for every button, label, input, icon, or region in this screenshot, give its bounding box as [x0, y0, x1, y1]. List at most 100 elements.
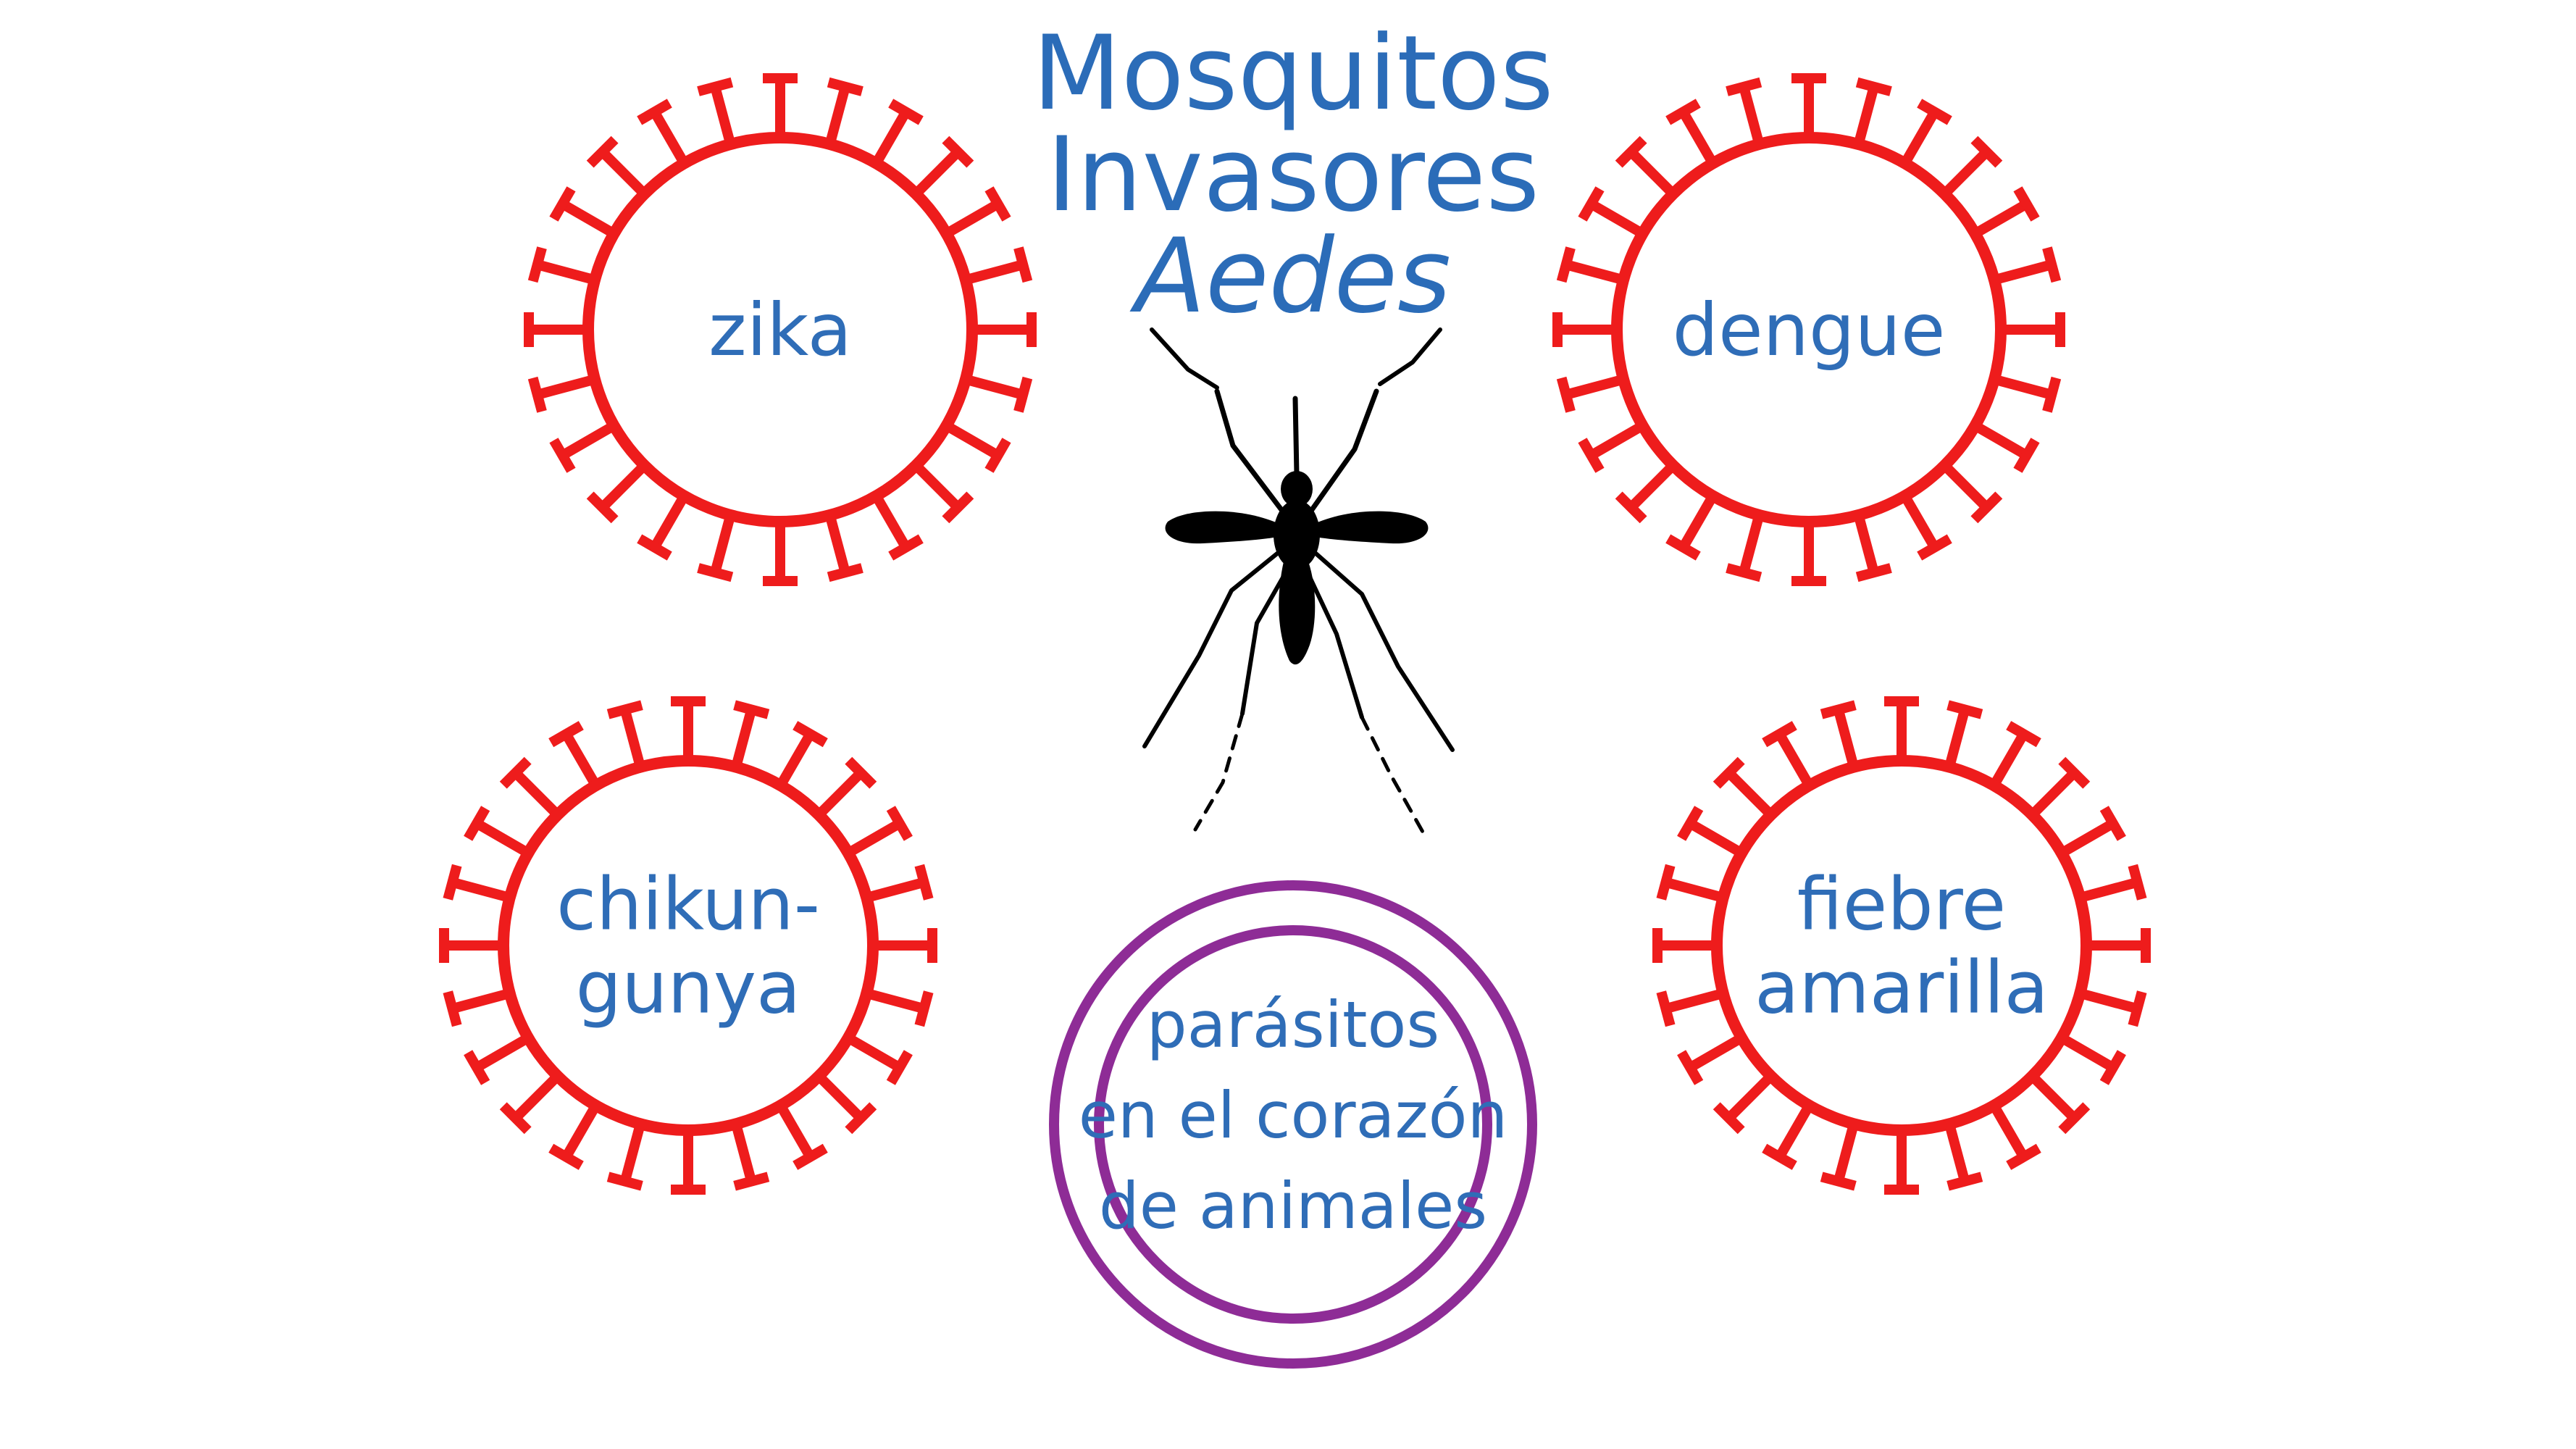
virus-spike — [1725, 1072, 1775, 1122]
virus-spike-cap — [443, 990, 462, 1027]
virus-spike-cap — [1578, 186, 1605, 222]
virus-spike-cap — [1970, 491, 2003, 524]
parasite-outer-ring — [1049, 880, 1537, 1369]
virus-spike-cap — [984, 438, 1011, 473]
virus-spike-cap — [1656, 864, 1676, 901]
virus-spike — [2059, 1033, 2116, 1072]
virus-spike-cap — [1615, 491, 1647, 524]
virus-spike — [1833, 708, 1859, 769]
virus-spike — [1565, 374, 1625, 400]
virus-spike-cap — [1917, 99, 1952, 125]
virus-spike — [1993, 374, 2053, 400]
virus-spike-cap — [1726, 77, 1762, 96]
virus-spike-cap — [1970, 135, 2003, 168]
virus-spike — [1627, 148, 1677, 198]
virus-spike-cap — [1013, 246, 1033, 283]
virus-spike-cap — [499, 1102, 532, 1135]
virus-spike — [559, 421, 617, 460]
virus-spike-cap — [1855, 77, 1892, 96]
virus-spike-cap — [2099, 1050, 2126, 1085]
virus-spike — [1627, 462, 1677, 511]
virus-spike — [598, 148, 648, 198]
virus-zika: zika — [524, 73, 1037, 586]
virus-label-chikungunya-line-1: chikun- — [556, 862, 820, 947]
virus-spike — [845, 819, 903, 858]
virus-spike — [1588, 199, 1646, 238]
virus-spike — [1944, 708, 1970, 769]
virus-spike — [1989, 1103, 2028, 1160]
virus-spike-cap — [548, 721, 584, 748]
virus-label-chikungunya-line-2: gunya — [576, 945, 801, 1030]
virus-spike — [561, 1103, 601, 1160]
virus-spike — [1678, 109, 1718, 167]
virus-spike — [511, 1072, 561, 1122]
virus-spike-cap — [793, 1143, 828, 1170]
virus-spike-cap — [1762, 721, 1797, 748]
virus-spike — [710, 514, 736, 574]
virus-spike-cap — [888, 99, 924, 125]
virus-spike-cap — [499, 756, 532, 789]
virus-spike — [650, 109, 689, 167]
virus-spike — [845, 1033, 903, 1072]
virus-spike-cap — [942, 491, 974, 524]
virus-spike-cap — [697, 563, 734, 582]
virus-spike-cap — [845, 1102, 877, 1135]
virus-spike-cap — [586, 135, 619, 168]
virus-spike-cap — [1677, 806, 1704, 841]
virus-spike — [1678, 493, 1718, 551]
virus-spike-cap — [1726, 563, 1762, 582]
virus-label-fiebre-amarilla-line-1: fiebre — [1797, 862, 2006, 947]
virus-spike — [650, 493, 689, 551]
virus-spike-cap — [1615, 135, 1647, 168]
virus-spike — [943, 199, 1001, 238]
virus-spike-cap — [793, 721, 828, 748]
virus-spike-cap — [914, 990, 934, 1027]
virus-spike — [964, 374, 1024, 400]
virus-spike-cap — [942, 135, 974, 168]
virus-spike — [2078, 877, 2139, 903]
virus-spike — [1900, 109, 1939, 167]
parasite-label-line-1: parásitos — [1147, 987, 1439, 1062]
virus-spike-cap — [733, 700, 770, 719]
virus-spike-cap — [1762, 1143, 1797, 1170]
virus-spike — [1972, 199, 2030, 238]
virus-spike-cap — [606, 1172, 643, 1191]
virus-spike — [912, 462, 962, 511]
virus-spike-cap — [606, 700, 643, 719]
virus-spike-cap — [2099, 806, 2126, 841]
virus-spike — [1739, 85, 1765, 146]
title-line-1: Mosquitos — [1032, 14, 1554, 133]
virus-spike — [2078, 988, 2139, 1014]
virus-spike — [912, 148, 962, 198]
virus-spike — [1989, 731, 2028, 788]
virus-spike — [1739, 514, 1765, 574]
virus-spike-cap — [1665, 99, 1701, 125]
virus-spike-cap — [586, 491, 619, 524]
virus-spike — [1775, 1103, 1814, 1160]
virus-spike — [511, 769, 561, 819]
virus-spike — [1588, 421, 1646, 460]
virus-spike-cap — [886, 1050, 913, 1085]
virus-spike — [824, 514, 850, 574]
virus-spike — [731, 1122, 756, 1183]
virus-spike — [871, 109, 911, 167]
virus-spike-cap — [637, 99, 672, 125]
virus-spike — [1972, 421, 2030, 460]
virus-spike-cap — [549, 186, 576, 222]
virus-spike — [620, 1122, 645, 1183]
virus-spike-cap — [845, 756, 877, 789]
virus-spike — [451, 877, 511, 903]
virus-spike-cap — [1677, 1050, 1704, 1085]
virus-spike — [2028, 769, 2078, 819]
virus-spike-cap — [1820, 700, 1857, 719]
virus-spike-cap — [1713, 756, 1745, 789]
virus-spike — [474, 819, 531, 858]
virus-spike-cap — [2006, 721, 2041, 748]
virus-spike-cap — [548, 1143, 584, 1170]
virus-spike-cap — [2042, 376, 2062, 413]
virus-spike-cap — [443, 864, 462, 901]
virus-spike-cap — [2013, 186, 2040, 222]
virus-chikungunya: chikun-gunya — [439, 696, 937, 1195]
virus-icon — [1711, 755, 2092, 1136]
virus-spike-cap — [1713, 1102, 1745, 1135]
